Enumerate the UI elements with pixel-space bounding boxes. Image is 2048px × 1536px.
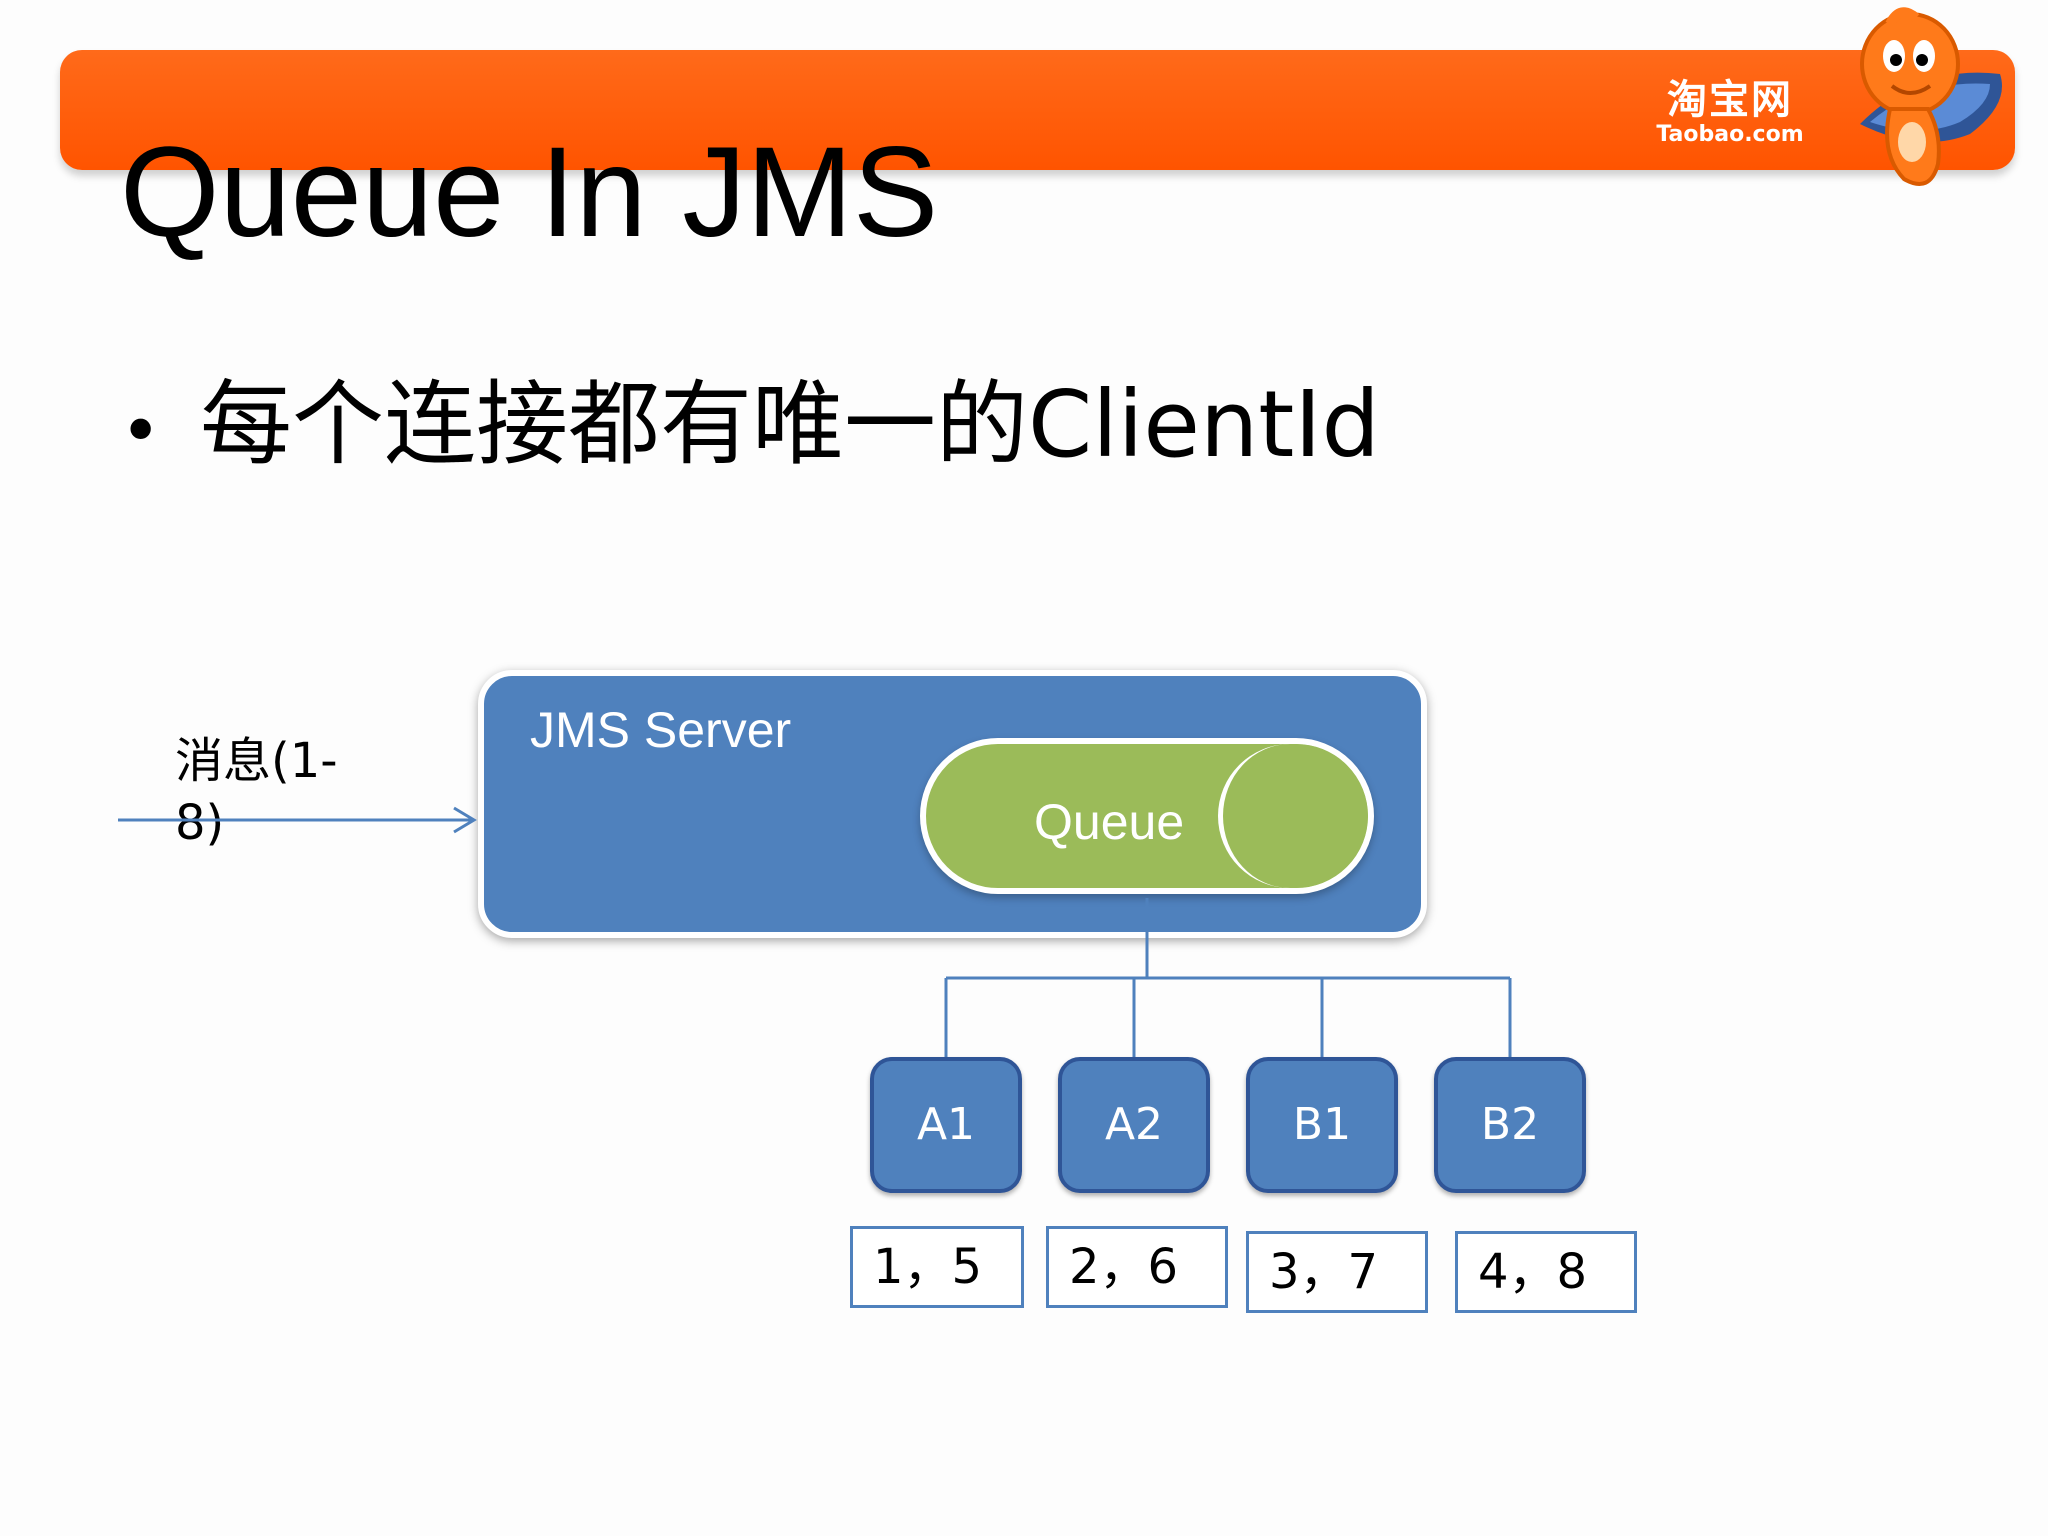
jms-server-label: JMS Server <box>530 702 792 758</box>
bullet-marker: • <box>120 389 162 472</box>
logo-chinese-text: 淘宝网 <box>1667 77 1793 123</box>
queue-cylinder <box>920 738 1374 894</box>
client-b2-messages: 4，8 <box>1455 1231 1637 1313</box>
client-b1-messages: 3，7 <box>1246 1231 1428 1313</box>
client-a2-messages: 2，6 <box>1046 1226 1228 1308</box>
bullet-text: 每个连接都有唯一的ClientId <box>200 371 1380 478</box>
taobao-mascot-icon <box>1860 7 2002 186</box>
client-a1: A1 <box>870 1057 1022 1193</box>
queue-label: Queue <box>1034 794 1185 850</box>
client-a2: A2 <box>1058 1057 1210 1193</box>
header-banner <box>60 50 2015 170</box>
bullet-item: • 每个连接都有唯一的ClientId <box>120 370 1380 486</box>
taobao-logo: 淘宝网 Taobao.com <box>1640 78 1820 148</box>
logo-english-text: Taobao.com <box>1656 122 1804 147</box>
input-arrowhead <box>453 806 477 834</box>
queue-cylinder-end <box>1218 744 1368 888</box>
input-messages-label: 消息(1-8) <box>175 733 338 851</box>
slide-title: Queue In JMS <box>120 121 939 264</box>
client-a1-messages: 1，5 <box>850 1226 1024 1308</box>
client-b1: B1 <box>1246 1057 1398 1193</box>
client-b2: B2 <box>1434 1057 1586 1193</box>
